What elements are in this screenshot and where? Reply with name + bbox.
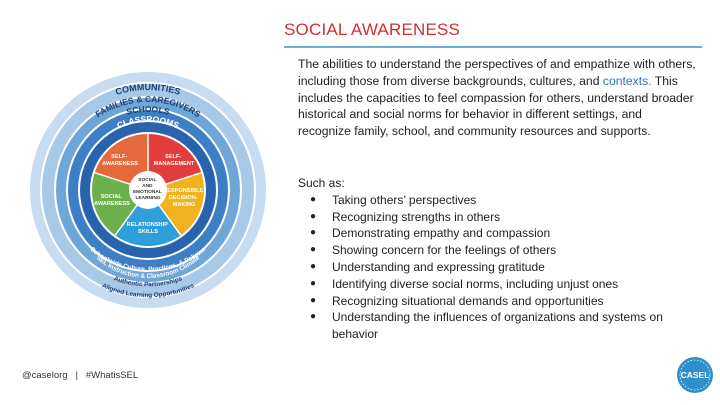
bullet-icon: ● — [310, 311, 317, 323]
page-title: SOCIAL AWARENESS — [284, 20, 461, 39]
list-item: ●Understanding and expressing gratitude — [310, 259, 545, 274]
bullet-icon: ● — [310, 210, 317, 222]
bullet-icon: ● — [310, 193, 317, 205]
definition-part-3: This includes the capacities to feel com… — [298, 73, 694, 139]
footer-separator: | — [75, 370, 78, 381]
list-item: ●Recognizing situational demands and opp… — [310, 293, 604, 308]
logo-text: CASEL — [681, 370, 710, 380]
bullet-icon: ● — [310, 260, 317, 272]
title-divider — [284, 46, 702, 48]
center-circle — [129, 171, 167, 209]
list-item: ●Taking others’ perspectives — [310, 192, 477, 207]
ring-label-schools: SCHOOLS — [125, 104, 171, 117]
bullet-icon: ● — [310, 277, 317, 289]
label-self-management: SELF- MANAGEMENT — [154, 154, 195, 167]
definition-text: The abilities to understand the perspect… — [298, 56, 698, 140]
ring-label-communities: COMMUNITIES — [114, 82, 181, 97]
casel-logo-icon: CASEL — [677, 357, 713, 393]
center-label: SOCIAL AND EMOTIONAL LEARNING — [133, 177, 163, 201]
list-item: ●Recognizing strengths in others — [310, 209, 501, 224]
examples-list: ●Taking others’ perspectives ●Recognizin… — [298, 192, 708, 343]
sel-wheel-diagram: COMMUNITIES FAMILIES & CAREGIVERS SCHOOL… — [30, 72, 266, 308]
list-item: ●Demonstrating empathy and compassion — [310, 226, 551, 241]
label-responsible-decision-making: RESPONSIBLE DECISION- MAKING — [163, 188, 205, 208]
definition-highlight: contexts. — [602, 73, 652, 88]
bullet-icon: ● — [310, 227, 317, 239]
bullet-icon: ● — [310, 294, 317, 306]
definition-part-1: The abilities to understand the perspect… — [298, 57, 696, 88]
list-item: ●Understanding the influences of organiz… — [310, 310, 663, 342]
segment-relationship-skills — [115, 190, 181, 246]
footer-handle: @caselorg — [22, 370, 68, 381]
footer-hashtag: #WhatisSEL — [85, 370, 139, 381]
footer: @caselorg | #WhatisSEL — [22, 370, 138, 381]
segment-self-awareness — [94, 134, 148, 190]
list-item: ●Showing concern for the feelings of oth… — [310, 243, 557, 258]
bullet-icon: ● — [310, 244, 317, 256]
label-self-awareness: SELF- AWARENESS — [102, 154, 138, 167]
examples-section: Such as: ●Taking others’ perspectives ●R… — [298, 175, 708, 343]
label-relationship-skills: RELATIONSHIP SKILLS — [127, 222, 170, 235]
label-social-awareness: SOCIAL AWARENESS — [94, 194, 130, 207]
list-item: ●Identifying diverse social norms, inclu… — [310, 276, 619, 291]
segment-self-management — [148, 133, 202, 190]
examples-heading: Such as: — [298, 176, 345, 190]
